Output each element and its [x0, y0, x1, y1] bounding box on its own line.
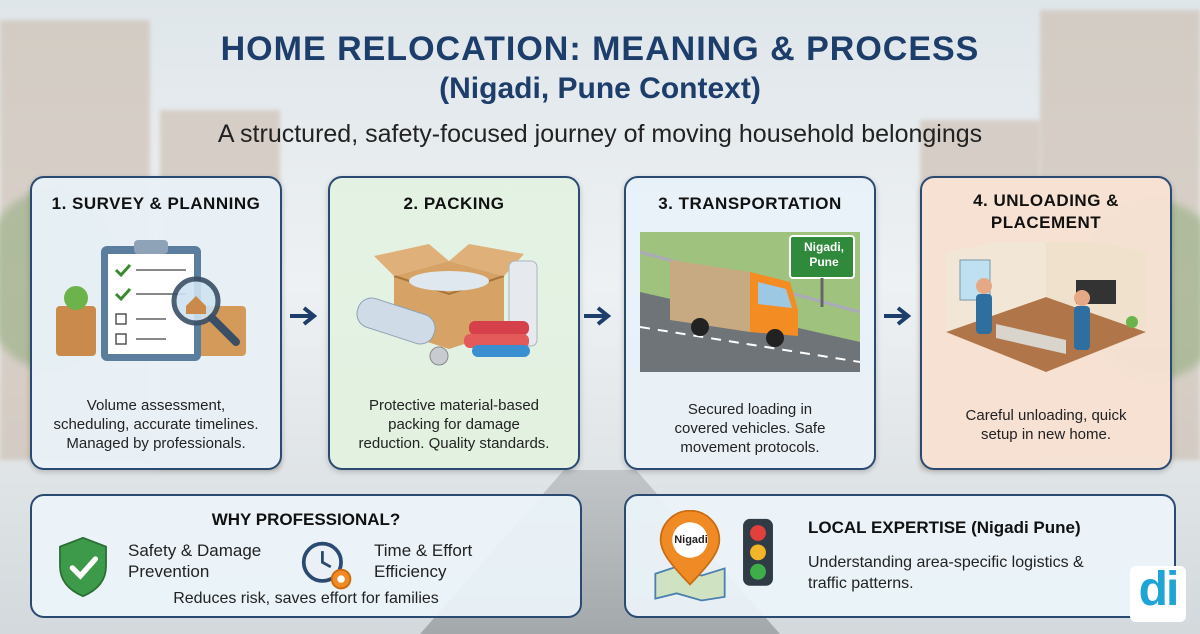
- clipboard-checklist-icon: [56, 240, 246, 361]
- step-card-unloading: 4. UNLOADING &PLACEMENT Careful unloadin…: [920, 176, 1172, 470]
- step-description: Volume assessment,scheduling, accurate t…: [53, 397, 259, 452]
- living-room-movers-icon: [946, 242, 1146, 372]
- moving-truck-icon: [640, 232, 860, 372]
- arrow-right-icon: [584, 306, 612, 326]
- step-title: 3. TRANSPORTATION: [658, 194, 842, 213]
- map-pin-icon: [654, 510, 726, 602]
- shield-check-icon: [59, 536, 107, 598]
- packing-boxes-icon: [356, 244, 538, 366]
- brand-logo: di: [1130, 563, 1186, 622]
- step-card-transportation: 3. TRANSPORTATION Nigadi,Pune Secured lo…: [624, 176, 876, 470]
- pin-label: Nigadi: [674, 534, 708, 546]
- why-title: WHY PROFESSIONAL?: [211, 510, 401, 529]
- step-title: 2. PACKING: [403, 194, 505, 213]
- clock-gear-icon: [301, 541, 352, 590]
- why-note: Reduces risk, saves effort for families: [173, 590, 439, 607]
- arrow-right-icon: [290, 306, 318, 326]
- page-subtitle: (Nigadi, Pune Context): [439, 72, 761, 105]
- step-title: 4. UNLOADING &PLACEMENT: [973, 191, 1119, 232]
- local-description: Understanding area-specific logistics &t…: [808, 554, 1084, 592]
- tagline: A structured, safety-focused journey of …: [217, 120, 983, 148]
- local-title: LOCAL EXPERTISE (Nigadi Pune): [808, 518, 1081, 537]
- step-card-survey: 1. SURVEY & PLANNING Volume assessment,s…: [30, 176, 282, 470]
- traffic-light-icon: [743, 518, 773, 586]
- road-sign-label: Nigadi,Pune: [803, 240, 844, 269]
- step-title: 1. SURVEY & PLANNING: [51, 194, 261, 213]
- local-expertise-panel: Nigadi LOCAL EXPERTISE (Nigadi Pune) Und…: [624, 494, 1176, 618]
- page-title: HOME RELOCATION: MEANING & PROCESS: [220, 30, 980, 68]
- arrow-right-icon: [884, 306, 912, 326]
